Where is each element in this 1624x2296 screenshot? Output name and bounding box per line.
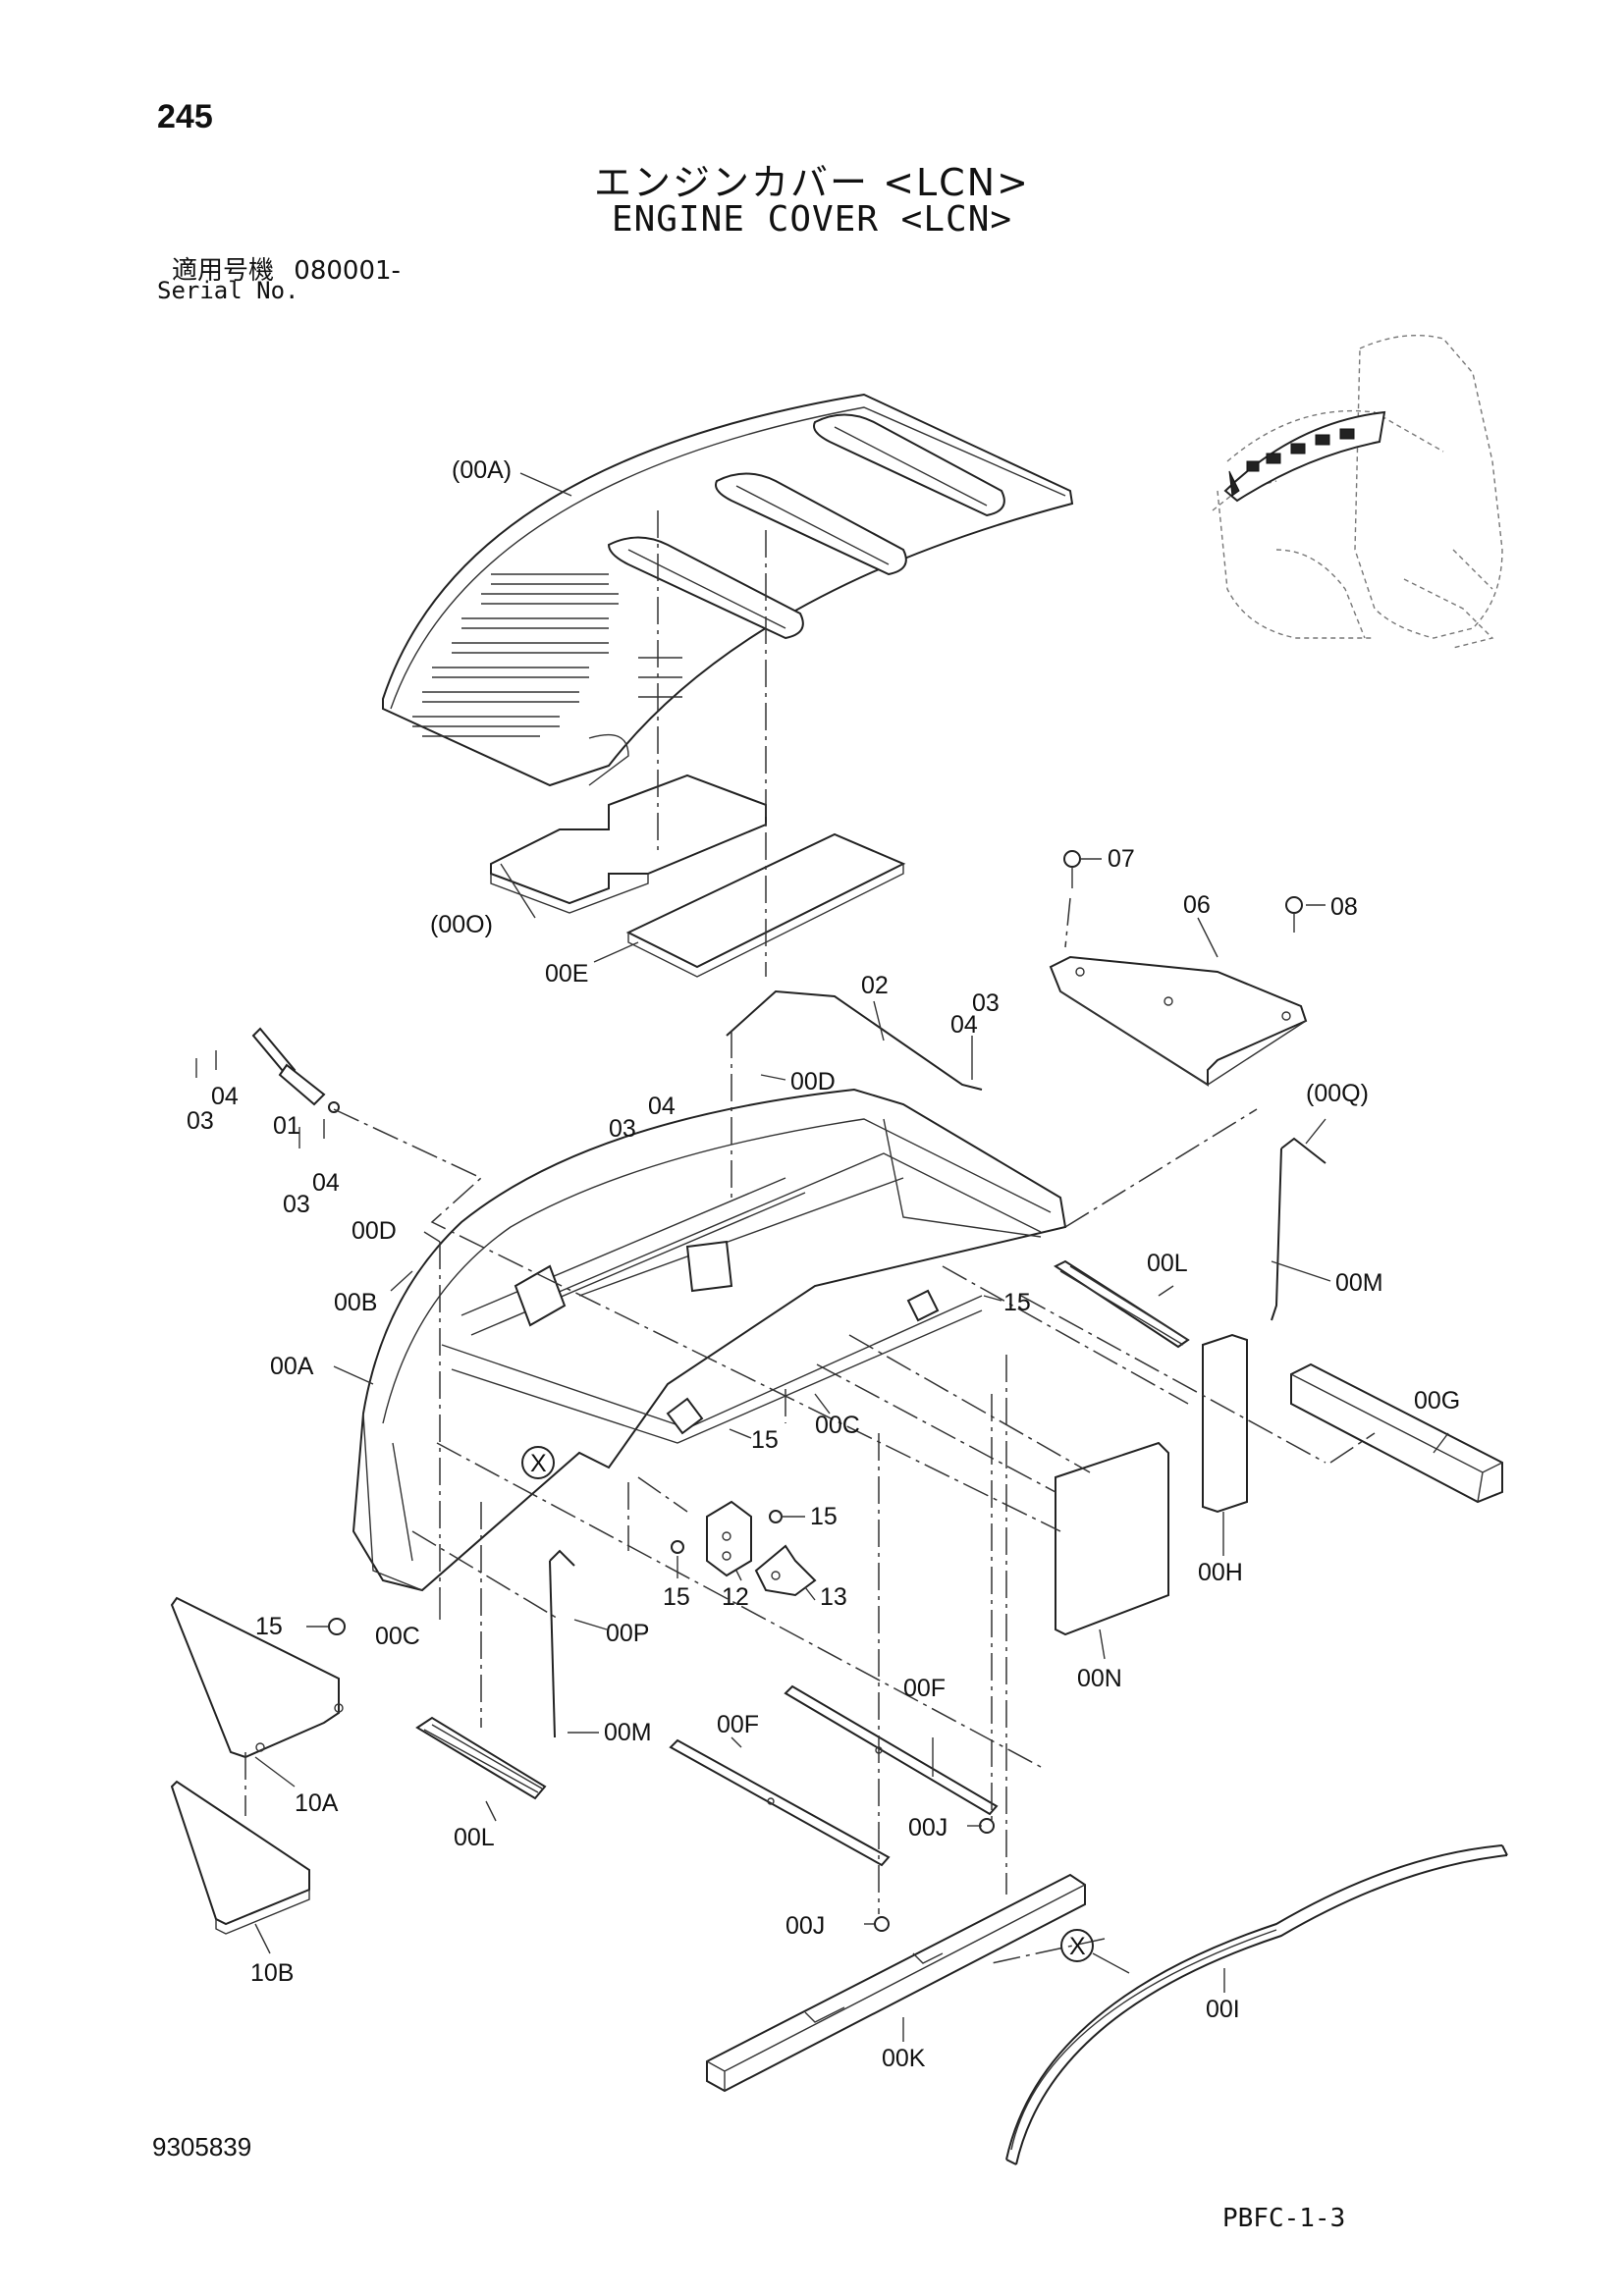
label-08: 08: [1330, 893, 1358, 921]
serial-label-japanese: 適用号機: [172, 256, 275, 286]
label-01: 01: [273, 1112, 300, 1140]
serial-applicability: 適用号機 080001-: [172, 250, 401, 287]
page-title-english: ENGINE COVER <LCN>: [611, 199, 1013, 240]
label-04-low: 04: [312, 1169, 340, 1197]
label-00F-b: 00F: [903, 1675, 946, 1702]
label-00C-mid: 00C: [815, 1412, 860, 1439]
serial-label-english: Serial No.: [157, 277, 299, 304]
label-00C-low: 00C: [375, 1623, 420, 1650]
seal-strips: [415, 1259, 1190, 1800]
reference-marker-x: X X: [521, 1446, 1130, 1974]
label-00P: 00P: [606, 1620, 649, 1647]
marker-x-low: X: [1069, 1933, 1086, 1960]
label-00H: 00H: [1198, 1559, 1243, 1586]
seal-bar-part: [706, 1873, 1086, 2093]
serial-value: 080001-: [294, 256, 401, 286]
label-00G: 00G: [1414, 1387, 1460, 1415]
label-00B: 00B: [334, 1289, 377, 1316]
label-00J-a: 00J: [908, 1814, 947, 1842]
label-00E: 00E: [545, 960, 588, 988]
sheet-code: PBFC-1-3: [1222, 2204, 1346, 2233]
marker-x-mid: X: [530, 1450, 547, 1477]
hinge-parts: [671, 1500, 817, 1597]
label-03-mid: 03: [609, 1115, 636, 1143]
label-00L-low: 00L: [454, 1824, 495, 1851]
alignment-lines: [244, 510, 1376, 1964]
label-00I: 00I: [1206, 1996, 1240, 2023]
label-04-mid: 04: [648, 1093, 676, 1120]
label-15-d: 15: [663, 1583, 690, 1611]
page-number: 245: [157, 98, 213, 135]
foam-blocks: [1055, 1333, 1503, 1636]
label-00F-a: 00F: [717, 1711, 759, 1738]
label-13: 13: [820, 1583, 847, 1611]
label-00O: (00O): [430, 911, 493, 938]
label-00A-mid: 00A: [270, 1353, 314, 1380]
label-12: 12: [722, 1583, 749, 1611]
engine-cover-frame: [352, 1088, 1067, 1592]
support-rod-part: [726, 989, 983, 1091]
part-labels: (00A) (00O) 00E 07 06 08 02 03 04 00D 04…: [187, 456, 1460, 2072]
label-10A: 10A: [295, 1789, 339, 1817]
label-15-a: 15: [1003, 1289, 1031, 1316]
cover-recess-slots: [607, 413, 1005, 640]
label-00Q: (00Q): [1306, 1080, 1369, 1107]
edge-trim-part: [1005, 1844, 1508, 2165]
label-00K: 00K: [882, 2045, 926, 2072]
label-07: 07: [1108, 845, 1135, 873]
top-cover-part: [382, 393, 1074, 787]
label-03-right: 03: [972, 989, 1000, 1017]
label-15-e: 15: [255, 1613, 283, 1640]
label-03-left: 03: [187, 1107, 214, 1135]
cover-vent-holes: [412, 573, 682, 737]
label-00D-left: 00D: [352, 1217, 397, 1245]
label-06: 06: [1183, 891, 1211, 919]
label-00M-right: 00M: [1335, 1269, 1383, 1297]
lock-rods: [549, 1137, 1326, 1738]
side-plates: [170, 1596, 346, 1935]
straps: [669, 1684, 999, 1932]
label-04-left: 04: [211, 1083, 239, 1110]
label-10B: 10B: [250, 1959, 294, 1987]
document-number: 9305839: [152, 2132, 252, 2162]
bracket-plate-part: [1049, 850, 1308, 1087]
label-00L-right: 00L: [1147, 1250, 1188, 1277]
leader-lines: [254, 472, 1449, 2042]
label-03-low: 03: [283, 1191, 310, 1218]
label-00A-top: (00A): [452, 456, 512, 484]
label-15-c: 15: [810, 1503, 838, 1530]
page-title-japanese: エンジンカバー <LCN>: [594, 161, 1030, 204]
gas-spring-part: [195, 1027, 340, 1148]
label-00J-b: 00J: [785, 1912, 825, 1940]
machine-location-inset: [1212, 335, 1503, 649]
foam-pads: [490, 774, 906, 978]
label-00D-top: 00D: [790, 1068, 836, 1095]
label-02: 02: [861, 972, 889, 999]
label-04-right: 04: [950, 1011, 978, 1039]
label-15-b: 15: [751, 1426, 779, 1454]
label-00M-low: 00M: [604, 1719, 652, 1746]
label-00N: 00N: [1077, 1665, 1122, 1692]
